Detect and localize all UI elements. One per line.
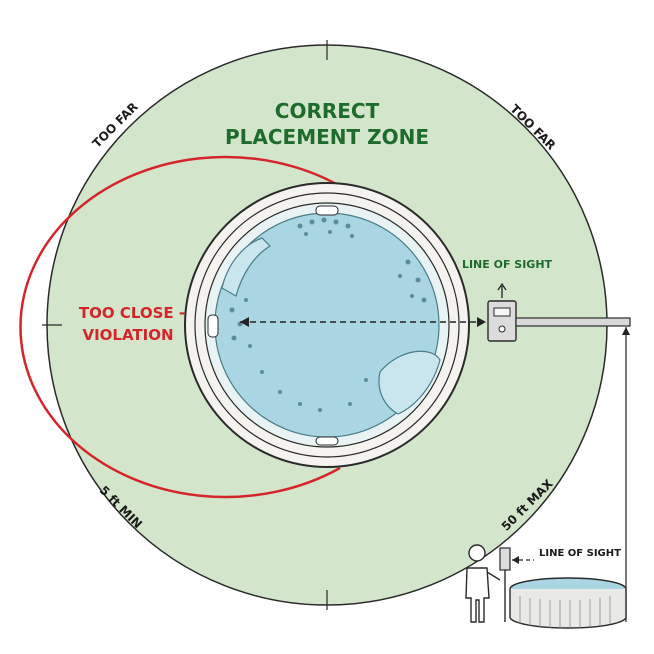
line-of-sight-bottom-label: LINE OF SIGHT [539, 548, 621, 559]
too-close-label-line-1: TOO CLOSE - [79, 304, 185, 322]
conduit-pipe [515, 317, 631, 327]
spa-top-fitting [315, 205, 339, 216]
line-of-sight-top-label: LINE OF SIGHT [462, 258, 553, 271]
spa-left-fitting [207, 314, 219, 338]
line-of-sight-arrow-left [240, 317, 249, 327]
wall-panel-icon [499, 547, 511, 571]
person-icon [465, 544, 501, 623]
bottom-line-of-sight-arrow [512, 556, 519, 564]
title-line-2: PLACEMENT ZONE [225, 125, 429, 149]
conduit-leader-arrow [622, 327, 630, 335]
line-of-sight-arrow-right [477, 317, 486, 327]
spa-seat-lounge [378, 350, 441, 415]
too-close-label-line-2: VIOLATION [82, 326, 173, 344]
violation-arc [19, 155, 341, 499]
spa-jets [229, 217, 427, 412]
control-panel-icon [487, 300, 517, 342]
spa-bottom-fitting [315, 436, 339, 446]
title-line-1: CORRECT [275, 99, 380, 123]
control-panel-up-arrow [497, 282, 507, 298]
spa-rim-inner-line [194, 192, 460, 458]
spa-seat-top-left [221, 237, 271, 297]
small-spa-icon [509, 577, 627, 629]
